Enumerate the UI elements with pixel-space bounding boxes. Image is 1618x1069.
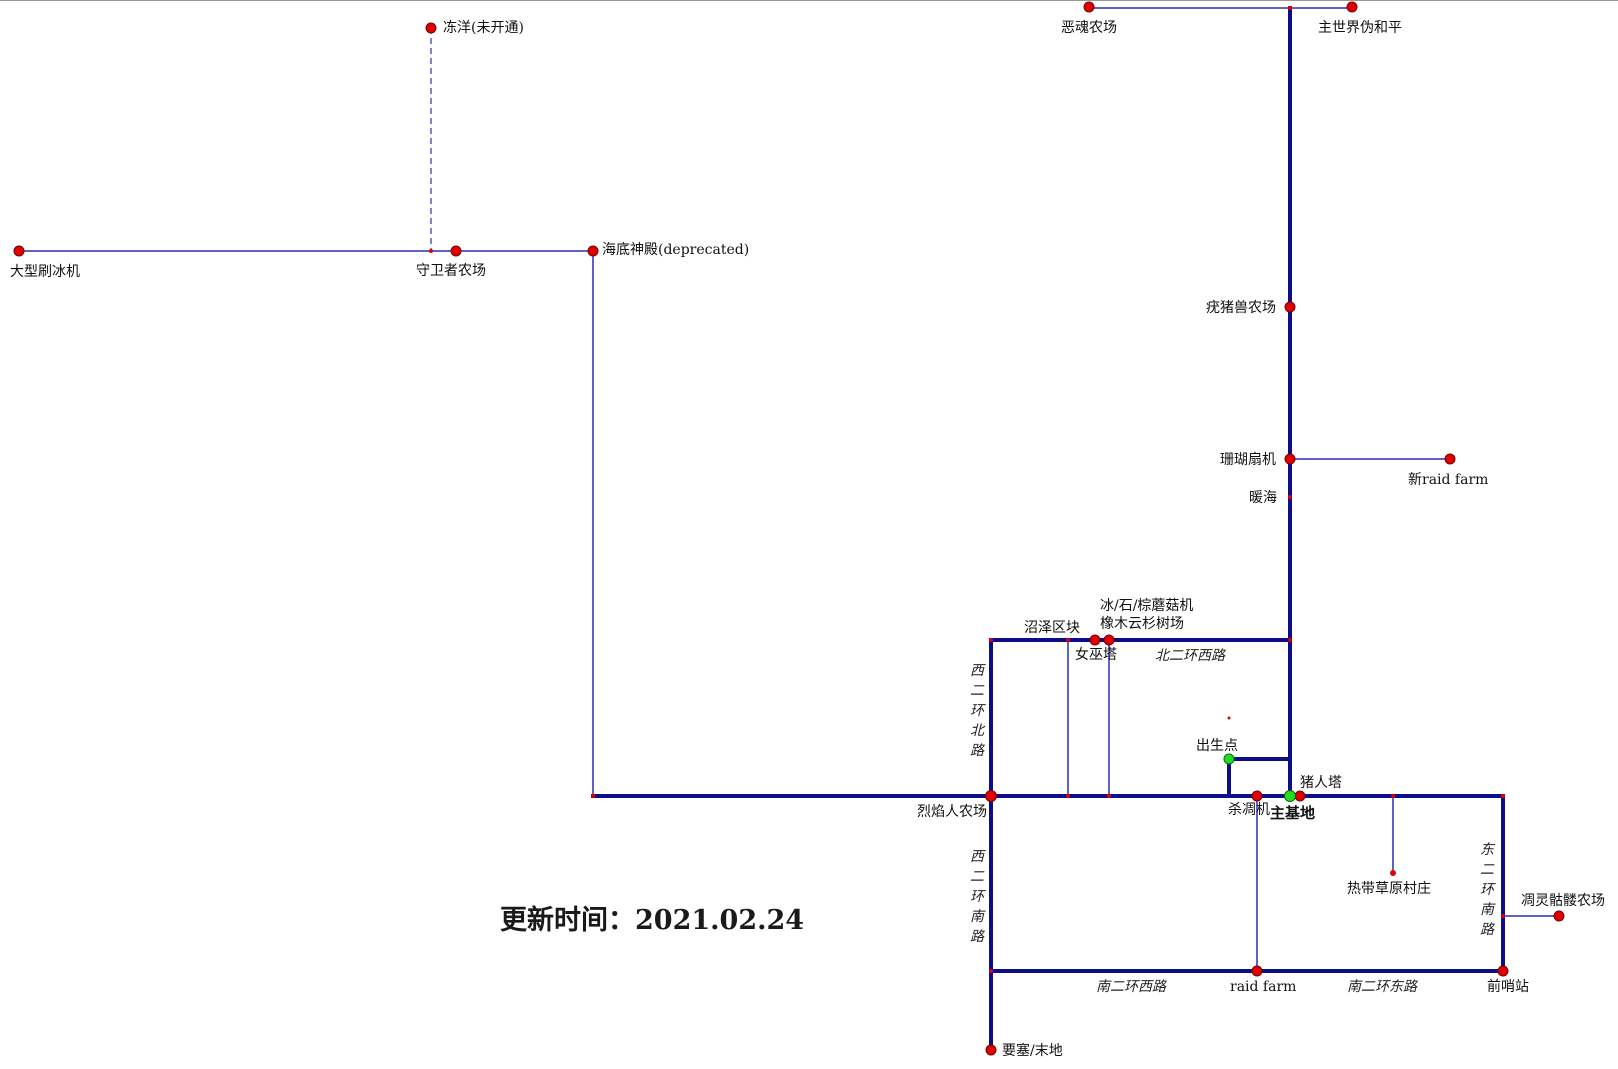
update-time: 更新时间：2021.02.24 bbox=[500, 904, 804, 936]
node-raid-farm[interactable] bbox=[1251, 965, 1263, 977]
label-raid-farm: raid farm bbox=[1230, 979, 1296, 995]
node-savanna-village[interactable] bbox=[1390, 870, 1396, 876]
node-soul-farm[interactable] bbox=[1083, 1, 1095, 13]
node-guardian-farm[interactable] bbox=[450, 245, 462, 257]
label-hoglin-farm: 疣猪兽农场 bbox=[1206, 300, 1276, 316]
road-west-ring-south: 西二环南路 bbox=[970, 849, 986, 945]
node-fortress[interactable] bbox=[985, 1044, 997, 1056]
label-main-base: 主基地 bbox=[1270, 804, 1315, 822]
road-south-ring-east: 南二环东路 bbox=[1347, 979, 1418, 995]
label-guardian-farm: 守卫者农场 bbox=[416, 263, 486, 279]
label-ice-mushroom: 冰/石/棕蘑菇机 bbox=[1100, 598, 1193, 614]
node-hoglin-farm[interactable] bbox=[1284, 301, 1296, 313]
node-blaze-farm[interactable] bbox=[985, 790, 997, 802]
node-iron-golem[interactable] bbox=[1251, 790, 1263, 802]
label-warm-ocean: 暖海 bbox=[1249, 490, 1277, 506]
label-coral: 珊瑚扇机 bbox=[1220, 452, 1276, 468]
label-spawn: 出生点 bbox=[1196, 738, 1238, 754]
road-east-ring-south: 东二环南路 bbox=[1480, 842, 1496, 938]
node-spawn[interactable] bbox=[1223, 753, 1235, 765]
node-outpost[interactable] bbox=[1497, 965, 1509, 977]
label-ocean-monument: 海底神殿(deprecated) bbox=[602, 242, 749, 258]
label-big-ice: 大型刷冰机 bbox=[10, 264, 80, 280]
label-fortress: 要塞/末地 bbox=[1002, 1042, 1063, 1059]
label-witch-tower: 女巫塔 bbox=[1075, 646, 1117, 663]
label-piglin-tower: 猪人塔 bbox=[1300, 775, 1342, 791]
road-west-ring-north: 西二环北路 bbox=[970, 663, 986, 759]
label-soul-farm: 恶魂农场 bbox=[1061, 20, 1117, 36]
node-frozen-ocean[interactable] bbox=[425, 22, 437, 34]
node-big-ice[interactable] bbox=[13, 245, 25, 257]
label-outpost: 前哨站 bbox=[1487, 978, 1529, 995]
label-new-raid: 新raid farm bbox=[1408, 472, 1488, 488]
node-oak-spruce[interactable] bbox=[1103, 634, 1115, 646]
node-peace-mode[interactable] bbox=[1346, 1, 1358, 13]
node-coral[interactable] bbox=[1284, 453, 1296, 465]
label-iron-golem: 杀凋机 bbox=[1228, 802, 1270, 818]
node-new-raid[interactable] bbox=[1444, 453, 1456, 465]
node-main-base[interactable] bbox=[1284, 790, 1296, 802]
junction-dots bbox=[429, 6, 1505, 973]
label-peace-mode: 主世界伪和平 bbox=[1318, 20, 1402, 36]
label-oak-spruce: 橡木云杉树场 bbox=[1100, 616, 1184, 632]
node-wither-skeleton[interactable] bbox=[1553, 910, 1565, 922]
main-roads bbox=[591, 6, 1505, 1052]
label-frozen-ocean: 冻洋(未开通) bbox=[443, 19, 524, 36]
road-north-ring-west: 北二环西路 bbox=[1155, 648, 1226, 664]
node-ocean-monument[interactable] bbox=[587, 245, 599, 257]
branch-roads bbox=[19, 7, 1559, 971]
label-savanna-village: 热带草原村庄 bbox=[1347, 880, 1431, 897]
label-swamp: 沼泽区块 bbox=[1024, 620, 1080, 636]
node-ice-mushroom[interactable] bbox=[1089, 634, 1101, 646]
label-wither-skeleton: 凋灵骷髅农场 bbox=[1521, 893, 1605, 909]
road-south-ring-west: 南二环西路 bbox=[1096, 979, 1167, 995]
label-blaze-farm: 烈焰人农场 bbox=[917, 804, 987, 820]
node-piglin-tower[interactable] bbox=[1294, 790, 1306, 802]
